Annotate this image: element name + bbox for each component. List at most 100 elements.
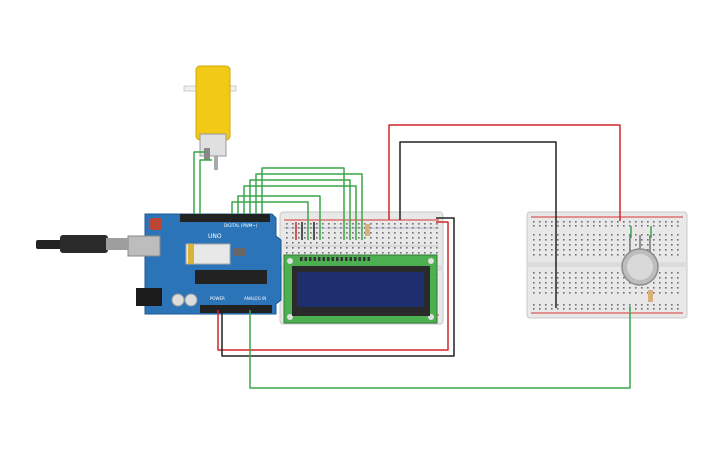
breadboard-hole — [394, 237, 396, 239]
wire-green[interactable] — [261, 167, 345, 240]
breadboard-hole — [304, 232, 306, 234]
breadboard-hole — [418, 232, 420, 234]
wire-green[interactable] — [243, 185, 357, 240]
breadboard-hole — [430, 252, 432, 254]
breadboard-hole — [677, 221, 679, 223]
breadboard-hole — [635, 234, 637, 236]
breadboard-hole — [539, 277, 541, 279]
breadboard-hole — [569, 292, 571, 294]
breadboard-hole — [400, 227, 402, 229]
breadboard-hole — [659, 239, 661, 241]
breadboard-hole — [575, 221, 577, 223]
breadboard-hole — [382, 223, 384, 225]
wire-green[interactable] — [231, 201, 309, 240]
lcd-16x2-icon[interactable] — [283, 254, 438, 324]
wire-black[interactable] — [399, 141, 557, 308]
breadboard-hole — [599, 221, 601, 223]
breadboard-hole — [533, 304, 535, 306]
breadboard-hole — [665, 304, 667, 306]
wire-red[interactable] — [217, 221, 449, 351]
breadboard-hole — [671, 272, 673, 274]
breadboard-hole — [352, 247, 354, 249]
wire-red[interactable] — [388, 124, 621, 221]
breadboard-hole — [563, 277, 565, 279]
breadboard-hole — [539, 287, 541, 289]
breadboard-hole — [581, 254, 583, 256]
breadboard-hole — [286, 247, 288, 249]
breadboard-hole — [418, 247, 420, 249]
breadboard-hole — [328, 252, 330, 254]
breadboard-hole — [599, 287, 601, 289]
dc-motor-icon[interactable] — [183, 65, 237, 170]
breadboard-hole — [587, 249, 589, 251]
breadboard-hole — [617, 282, 619, 284]
arduino-uno-board[interactable]: UNO DIGITAL (PWM~) POWER ANALOG IN — [127, 213, 282, 315]
breadboard-hole — [412, 237, 414, 239]
breadboard-hole — [617, 272, 619, 274]
resistor-icon[interactable] — [648, 290, 653, 302]
breadboard-hole — [617, 277, 619, 279]
breadboard-hole — [581, 225, 583, 227]
breadboard-large[interactable] — [526, 211, 688, 319]
breadboard-hole — [659, 308, 661, 310]
resistor-icon[interactable] — [365, 224, 370, 236]
breadboard-hole — [587, 221, 589, 223]
breadboard-hole — [292, 232, 294, 234]
breadboard-hole — [292, 252, 294, 254]
breadboard-hole — [533, 254, 535, 256]
breadboard-hole — [382, 227, 384, 229]
breadboard-hole — [647, 292, 649, 294]
breadboard-hole — [593, 234, 595, 236]
wire-green[interactable] — [249, 306, 631, 389]
breadboard-hole — [605, 221, 607, 223]
breadboard-hole — [611, 239, 613, 241]
wire-green[interactable] — [249, 179, 351, 240]
breadboard-hole — [346, 232, 348, 234]
breadboard-hole — [358, 252, 360, 254]
breadboard-hole — [533, 249, 535, 251]
breadboard-hole — [563, 287, 565, 289]
breadboard-hole — [611, 308, 613, 310]
breadboard-hole — [671, 225, 673, 227]
breadboard-hole — [545, 282, 547, 284]
breadboard-hole — [605, 287, 607, 289]
wire-green[interactable] — [237, 195, 321, 240]
breadboard-hole — [581, 287, 583, 289]
breadboard-hole — [575, 239, 577, 241]
breadboard-hole — [659, 282, 661, 284]
breadboard-hole — [623, 244, 625, 246]
usb-cable-icon[interactable] — [36, 235, 128, 253]
breadboard-hole — [665, 234, 667, 236]
breadboard-hole — [346, 247, 348, 249]
breadboard-hole — [322, 227, 324, 229]
breadboard-hole — [635, 221, 637, 223]
breadboard-hole — [677, 272, 679, 274]
breadboard-hole — [370, 227, 372, 229]
breadboard-hole — [599, 304, 601, 306]
breadboard-hole — [286, 237, 288, 239]
breadboard-hole — [298, 237, 300, 239]
wire-green[interactable] — [255, 173, 363, 240]
gas-sensor-icon[interactable] — [621, 235, 659, 286]
breadboard-hole — [641, 292, 643, 294]
wire-black[interactable] — [221, 217, 455, 357]
breadboard-hole — [292, 227, 294, 229]
breadboard-hole — [298, 252, 300, 254]
breadboard-hole — [424, 237, 426, 239]
breadboard-hole — [659, 272, 661, 274]
breadboard-hole — [328, 227, 330, 229]
breadboard-hole — [551, 282, 553, 284]
breadboard-hole — [617, 287, 619, 289]
breadboard-hole — [370, 242, 372, 244]
breadboard-hole — [533, 239, 535, 241]
breadboard-hole — [388, 223, 390, 225]
breadboard-hole — [322, 237, 324, 239]
breadboard-hole — [436, 242, 438, 244]
breadboard-hole — [545, 272, 547, 274]
breadboard-hole — [575, 304, 577, 306]
wire-green[interactable] — [193, 151, 206, 214]
wire-green[interactable] — [199, 159, 212, 214]
breadboard-hole — [533, 221, 535, 223]
breadboard-hole — [569, 254, 571, 256]
